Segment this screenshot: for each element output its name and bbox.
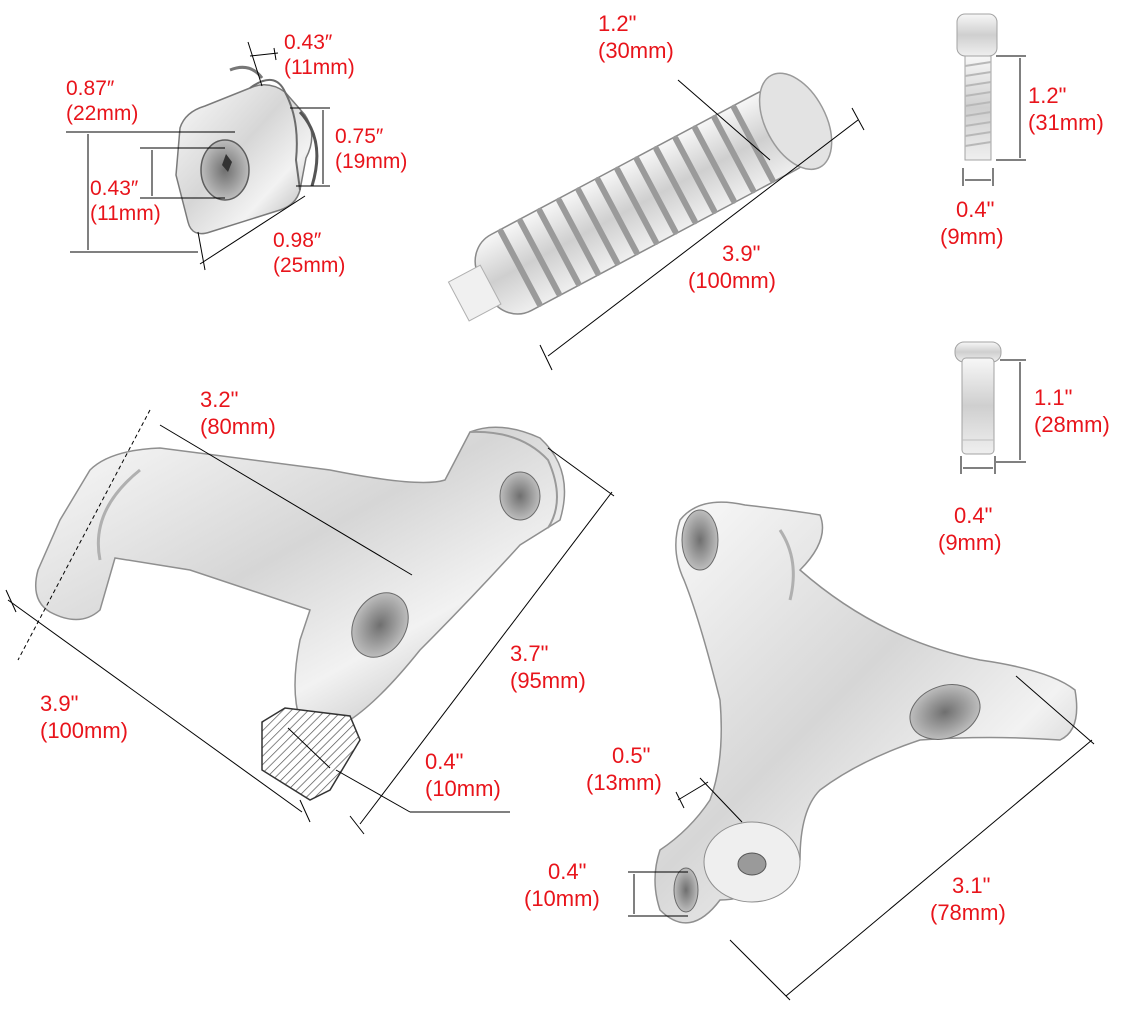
pin-length-inch: 1.1" bbox=[1034, 385, 1073, 410]
clevis-width-mm: (25mm) bbox=[273, 254, 346, 277]
bracket-mount-inch: 0.4" bbox=[425, 749, 464, 774]
clevis-top-slot-inch: 0.43″ bbox=[284, 31, 333, 54]
footpeg-diameter-mm: (30mm) bbox=[598, 38, 674, 63]
tri-bracket-boss-inch: 0.5" bbox=[612, 743, 651, 768]
bracket-span-mm: (80mm) bbox=[200, 414, 276, 439]
clevis-part bbox=[175, 65, 319, 235]
footpeg-length-mm: (100mm) bbox=[688, 268, 777, 293]
bolt-dimension-lines bbox=[962, 55, 1026, 186]
tri-bracket-dimension-lines bbox=[628, 675, 1095, 1001]
tri-bracket-span-inch: 3.1" bbox=[952, 873, 991, 898]
bracket-height-inch: 3.7" bbox=[510, 641, 549, 666]
footpeg-dimension-lines bbox=[539, 79, 865, 371]
footpeg-part bbox=[447, 72, 833, 322]
pin-length-mm: (28mm) bbox=[1034, 412, 1110, 437]
tri-bracket-hole-mm: (10mm) bbox=[524, 886, 600, 911]
clevis-width-inch: 0.98″ bbox=[273, 229, 322, 252]
tri-bracket-hole-label: 0.4" (10mm) bbox=[524, 858, 600, 912]
bolt-length-inch: 1.2" bbox=[1028, 83, 1067, 108]
clevis-side-mm: (19mm) bbox=[335, 150, 408, 173]
clevis-hole-mm: (11mm) bbox=[90, 202, 161, 225]
bracket-length-label: 3.9" (100mm) bbox=[40, 690, 128, 744]
clevis-height-label: 0.87″ (22mm) bbox=[66, 76, 138, 126]
tri-bracket-boss-mm: (13mm) bbox=[586, 770, 662, 795]
tri-bracket-hole-inch: 0.4" bbox=[548, 859, 587, 884]
footpeg-length-inch: 3.9" bbox=[722, 241, 761, 266]
bracket-mount-label: 0.4" (10mm) bbox=[425, 748, 501, 802]
bolt-length-label: 1.2" (31mm) bbox=[1028, 82, 1104, 136]
clevis-top-slot-mm: (11mm) bbox=[284, 56, 355, 79]
clevis-height-mm: (22mm) bbox=[66, 102, 139, 125]
pin-diameter-mm: (9mm) bbox=[938, 530, 1002, 555]
clevis-hole-inch: 0.43″ bbox=[90, 177, 139, 200]
clevis-height-inch: 0.87″ bbox=[66, 77, 115, 100]
bolt-diameter-inch: 0.4" bbox=[956, 197, 995, 222]
bracket-height-label: 3.7" (95mm) bbox=[510, 640, 586, 694]
bracket-span-inch: 3.2" bbox=[200, 387, 239, 412]
pin-dimension-lines bbox=[960, 359, 1026, 474]
clevis-side-label: 0.75″ (19mm) bbox=[335, 124, 407, 174]
bracket-part bbox=[35, 426, 566, 801]
bracket-mount-mm: (10mm) bbox=[425, 776, 501, 801]
bracket-dimension-lines bbox=[5, 409, 615, 835]
bolt-part bbox=[956, 13, 998, 161]
footpeg-length-label: 3.9" (100mm) bbox=[688, 240, 776, 294]
clevis-side-inch: 0.75″ bbox=[335, 125, 384, 148]
bracket-length-mm: (100mm) bbox=[40, 718, 129, 743]
clevis-dimension-lines bbox=[66, 41, 330, 271]
tri-bracket-part bbox=[654, 501, 1078, 924]
bracket-height-mm: (95mm) bbox=[510, 668, 586, 693]
clevis-width-label: 0.98″ (25mm) bbox=[273, 228, 345, 278]
tri-bracket-span-mm: (78mm) bbox=[930, 900, 1006, 925]
bracket-length-inch: 3.9" bbox=[40, 691, 79, 716]
pin-diameter-label: 0.4" (9mm) bbox=[938, 502, 1002, 556]
clevis-hole-label: 0.43″ (11mm) bbox=[90, 176, 161, 226]
tri-bracket-boss-label: 0.5" (13mm) bbox=[586, 742, 662, 796]
footpeg-diameter-label: 1.2" (30mm) bbox=[598, 10, 674, 64]
tri-bracket-span-label: 3.1" (78mm) bbox=[930, 872, 1006, 926]
pin-part bbox=[954, 341, 1002, 455]
pin-diameter-inch: 0.4" bbox=[954, 503, 993, 528]
bolt-diameter-mm: (9mm) bbox=[940, 224, 1004, 249]
clevis-top-slot-label: 0.43″ (11mm) bbox=[284, 30, 355, 80]
bolt-length-mm: (31mm) bbox=[1028, 110, 1104, 135]
pin-length-label: 1.1" (28mm) bbox=[1034, 384, 1110, 438]
bolt-diameter-label: 0.4" (9mm) bbox=[940, 196, 1004, 250]
footpeg-diameter-inch: 1.2" bbox=[598, 11, 637, 36]
bracket-span-label: 3.2" (80mm) bbox=[200, 386, 276, 440]
